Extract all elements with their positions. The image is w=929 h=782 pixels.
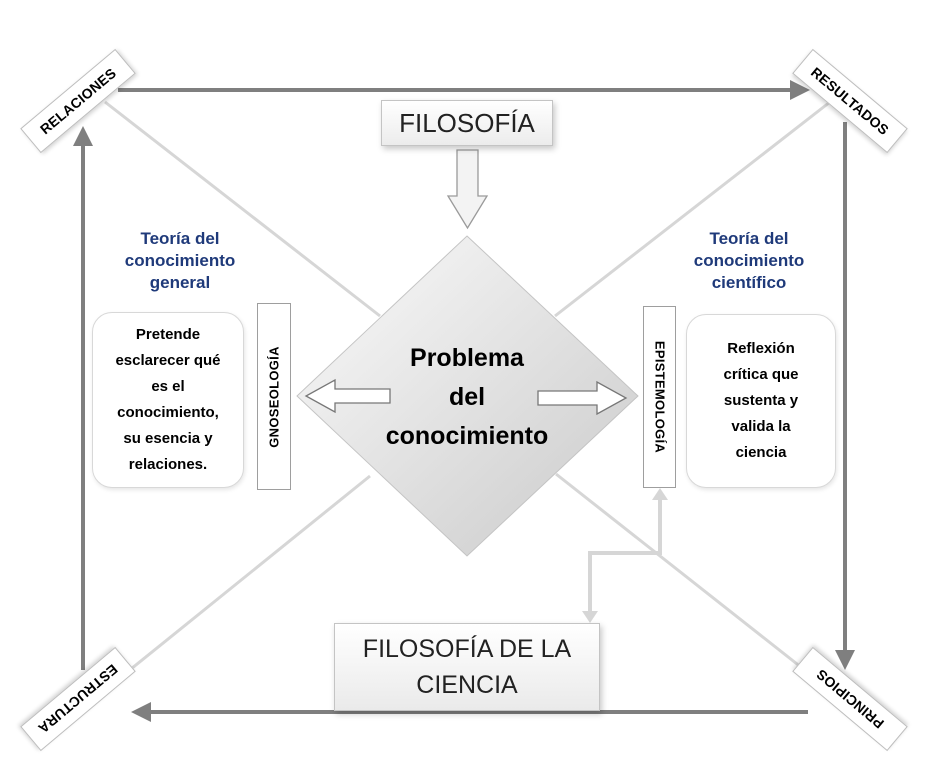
filosofia-box: FILOSOFÍA: [381, 100, 553, 146]
filosofia-label: FILOSOFÍA: [399, 107, 535, 138]
filosofia-ciencia-box: FILOSOFÍA DE LA CIENCIA: [334, 623, 600, 711]
diagonal-line-top-left: [104, 100, 381, 318]
right-desc-line2: crítica que: [723, 366, 799, 383]
left-desc-line5: su esencia y: [123, 430, 213, 447]
filosofia-ciencia-line1: FILOSOFÍA DE LA: [362, 635, 572, 663]
filosofia-ciencia-line2: CIENCIA: [416, 671, 518, 699]
epistemologia-right-arrow: [537, 380, 628, 416]
central-diamond: [296, 235, 639, 557]
left-description-box: Pretende esclarecer qué es el conocimien…: [92, 312, 244, 488]
left-heading-line1: Teoría del: [140, 229, 220, 248]
left-desc-line3: es el: [151, 378, 185, 395]
center-line3: conocimiento: [385, 421, 549, 450]
right-heading-line3: científico: [711, 273, 787, 292]
left-heading-line2: conocimiento: [124, 251, 236, 270]
left-desc-line4: conocimiento,: [117, 404, 219, 421]
center-line2: del: [448, 382, 486, 411]
right-heading-line1: Teoría del: [709, 229, 789, 248]
left-desc-line2: esclarecer qué: [115, 352, 221, 369]
right-desc-line3: sustenta y: [723, 392, 799, 409]
gnoseologia-left-arrow: [304, 378, 391, 414]
right-desc-line5: ciencia: [735, 444, 787, 461]
filosofia-down-arrow: [446, 149, 489, 230]
left-heading-line3: general: [149, 273, 211, 292]
gnoseologia-label: GNOSEOLOGÍA: [266, 345, 282, 448]
right-desc-line4: valida la: [731, 418, 791, 435]
ciencia-epistemologia-connector: [582, 488, 668, 623]
right-description-box: Reflexión crítica que sustenta y valida …: [686, 314, 836, 488]
right-heading-line2: conocimiento: [693, 251, 805, 270]
gnoseologia-label-box: GNOSEOLOGÍA: [257, 303, 291, 490]
central-problem-text: Problema del conocimiento: [367, 334, 567, 460]
epistemologia-label: EPISTEMOLOGÍA: [652, 340, 667, 454]
left-theory-heading: Teoría del conocimiento general: [100, 228, 260, 294]
diagonal-line-bottom-right: [555, 472, 831, 692]
center-line1: Problema: [410, 343, 524, 372]
right-desc-line1: Reflexión: [727, 340, 795, 357]
epistemologia-label-box: EPISTEMOLOGÍA: [643, 306, 676, 488]
right-theory-heading: Teoría del conocimiento científico: [669, 228, 829, 294]
left-desc-line1: Pretende: [135, 326, 201, 343]
diagonal-line-top-right: [554, 100, 831, 318]
left-desc-line6: relaciones.: [128, 456, 208, 473]
diagonal-line-bottom-left: [104, 474, 371, 692]
